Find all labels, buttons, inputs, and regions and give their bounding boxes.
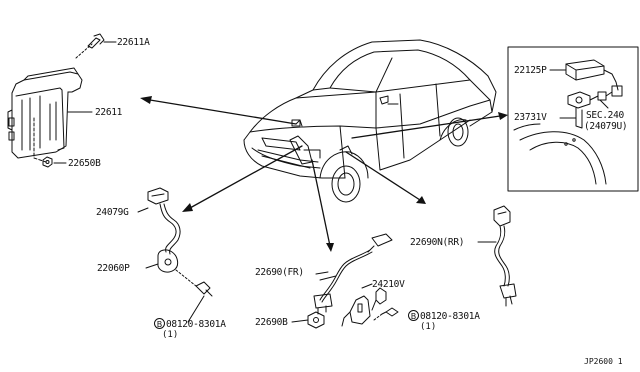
bracket-24210v: [341, 283, 399, 327]
label-22060p: 22060P: [97, 263, 130, 274]
label-sec240: SEC.240: [586, 110, 624, 121]
label-23731v: 23731V: [514, 112, 547, 123]
label-bolt2-qty: (1): [420, 322, 437, 332]
label-24210v: 24210V: [372, 279, 405, 290]
diagram-code: JP2600 1: [584, 357, 623, 366]
knock-sensor-harness: [137, 187, 213, 323]
inset-frame: [507, 46, 639, 192]
inset-parts: [513, 59, 623, 185]
label-bolt2-pn: 08120-8301A: [420, 311, 480, 322]
label-24079g: 24079G: [96, 207, 129, 218]
rear-oxygen-sensor: [477, 205, 517, 307]
label-bolt1-qty: (1): [162, 330, 179, 340]
label-bolt1-pn: 08120-8301A: [166, 319, 226, 330]
label-22690-fr: 22690(FR): [255, 267, 304, 278]
leader-arrows: [149, 99, 501, 247]
bolt-22611a: [75, 33, 117, 59]
label-22611: 22611: [95, 107, 123, 118]
label-22650b: 22650B: [68, 158, 101, 169]
nut-22650b: [42, 156, 67, 168]
arrow-heads: [140, 96, 508, 252]
label-22611a: 22611A: [117, 37, 150, 48]
label-sec240-ref: (24079U): [584, 121, 628, 132]
bolt-symbol-1: B: [154, 318, 165, 329]
label-22125p: 22125P: [514, 65, 547, 76]
label-22690n-rr: 22690N(RR): [410, 237, 465, 248]
label-22690b: 22690B: [255, 317, 288, 328]
front-oxygen-sensor: [291, 233, 393, 329]
car-outline: [243, 39, 497, 203]
ecm-control-unit: [7, 67, 83, 163]
bolt-symbol-2: B: [408, 310, 419, 321]
